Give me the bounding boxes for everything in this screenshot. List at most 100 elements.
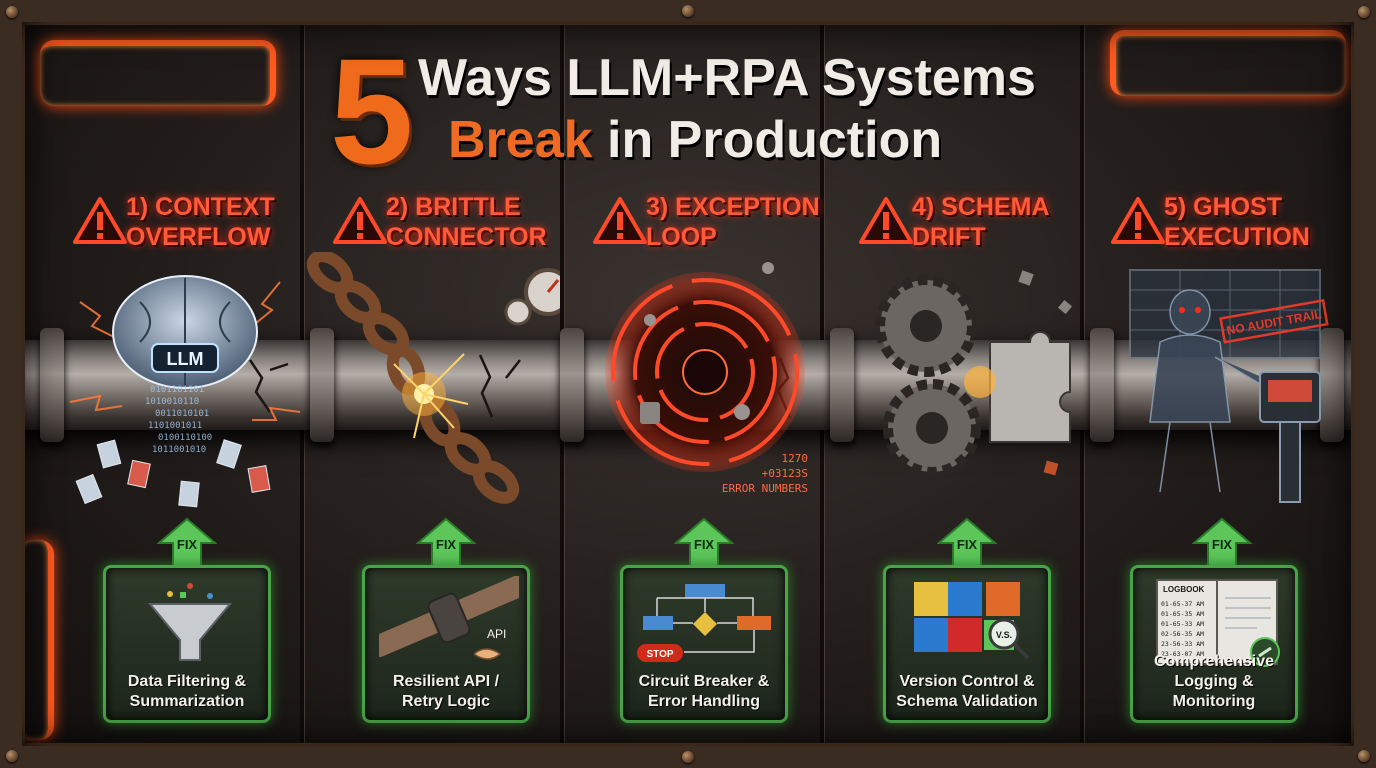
robot-icon — [640, 402, 660, 424]
fix-2-line-2: Retry Logic — [401, 693, 490, 710]
failure-title-5-line-2: Execution — [1164, 223, 1310, 251]
fix-label: FIX — [176, 537, 198, 552]
pressure-gauge-icon — [504, 268, 560, 326]
rivet — [682, 751, 694, 763]
svg-text:23-56-33 AM: 23-56-33 AM — [1161, 640, 1204, 648]
fix-arrow-5: FIX — [1191, 517, 1253, 570]
fix-1-line-1: Data Filtering & — [127, 673, 247, 690]
svg-text:01-65-33 AM: 01-65-33 AM — [1161, 620, 1204, 628]
svg-text:0011010101: 0011010101 — [155, 409, 209, 419]
fix-card-4: V.S. Version Control & Schema Validation — [883, 565, 1051, 723]
llm-label: LLM — [167, 349, 204, 369]
link-icon — [1250, 637, 1280, 667]
loop-numbers-3: ERROR NUMBERS — [722, 482, 808, 495]
failure-title-3-line-1: 3) Exception — [646, 193, 820, 221]
title-line-1: Ways LLM+RPA Systems — [418, 49, 1036, 107]
failure-title-2-line-2: Connector — [386, 223, 547, 251]
flowchart-icon: STOP — [637, 584, 771, 662]
fix-5-line-1: Comprehensive — [1153, 653, 1275, 670]
puzzle-piece-icon — [989, 331, 1071, 443]
fix-card-2: API Resilient API / Retry Logic — [362, 565, 530, 723]
svg-text:1011001010: 1011001010 — [152, 445, 206, 455]
title: 5 Ways LLM+RPA Systems Break in Producti… — [330, 36, 1070, 186]
svg-text:LOGBOOK: LOGBOOK — [1163, 585, 1205, 594]
fix-label: FIX — [956, 537, 978, 552]
exception-loop-illustration: 1270 +03123S ERROR NUMBERS — [605, 262, 809, 495]
ghost-execution-illustration: NO AUDIT TRAIL — [1129, 269, 1329, 503]
logbook-icon: LOGBOOK 01-65-37 AM 01-65-35 AM 01-65-33… — [1156, 579, 1280, 667]
fix-card-3: STOP Circuit Breaker & Error Handling — [620, 565, 788, 723]
fix-arrow-3: FIX — [673, 517, 735, 570]
failure-title-5-line-1: 5) Ghost — [1164, 193, 1283, 221]
svg-text:01-65-37 AM: 01-65-37 AM — [1161, 600, 1204, 608]
pipe-flange — [40, 328, 64, 442]
failure-title-4-line-1: 4) Schema — [912, 193, 1050, 221]
lightning-icon — [69, 281, 301, 421]
warning-icon — [1111, 197, 1165, 244]
svg-text:V.S.: V.S. — [996, 630, 1012, 640]
rivet — [1358, 6, 1370, 18]
title-line-2-rest: in Production — [607, 111, 943, 169]
failure-title-1-line-2: Overflow — [126, 223, 271, 251]
failure-title-4-line-2: Drift — [912, 223, 986, 251]
spark-icon — [393, 353, 469, 439]
fix-4-line-1: Version Control & — [899, 673, 1035, 690]
spark-icon — [964, 366, 996, 398]
glow-wire — [18, 540, 54, 740]
failure-title-1-line-1: 1) Context — [126, 193, 275, 221]
gear-icon — [875, 275, 981, 477]
svg-text:STOP: STOP — [646, 649, 673, 660]
svg-text:01-65-35 AM: 01-65-35 AM — [1161, 610, 1204, 618]
fix-1-line-2: Summarization — [129, 693, 245, 710]
svg-text:23-63-07 AM: 23-63-07 AM — [1161, 650, 1204, 658]
handshake-icon — [473, 648, 502, 660]
fix-3-line-1: Circuit Breaker & — [638, 673, 770, 690]
schema-drift-illustration — [875, 270, 1073, 477]
loop-numbers-1: 1270 — [782, 452, 809, 465]
loop-arrows-icon — [611, 278, 799, 466]
warning-icon — [859, 197, 913, 244]
chain-icon — [306, 252, 520, 504]
warning-icon — [73, 197, 127, 244]
funnel-icon — [147, 583, 233, 661]
glow-wire — [1110, 30, 1346, 96]
llm-brain-illustration: LLM 0101101101 1010010110 0011010101 110… — [69, 275, 301, 508]
fix-5-line-2: Logging & Monitoring — [1172, 673, 1256, 710]
failure-title-2-line-1: 2) Brittle — [386, 193, 521, 221]
pipe-flange — [830, 328, 854, 442]
pipe-flange — [1320, 328, 1344, 442]
warning-icon — [333, 197, 387, 244]
warning-icon — [593, 197, 647, 244]
svg-text:0101101101: 0101101101 — [150, 385, 204, 395]
glow-wire — [40, 40, 276, 106]
fix-label: FIX — [435, 537, 457, 552]
title-highlight: Break — [448, 111, 593, 169]
svg-text:1101001011: 1101001011 — [148, 421, 202, 431]
pipe-flange — [310, 328, 334, 442]
fix-arrow-4: FIX — [936, 517, 998, 570]
broken-chain-illustration — [306, 252, 560, 504]
svg-text:02-56-35 AM: 02-56-35 AM — [1161, 630, 1204, 638]
terminal-icon — [1259, 371, 1321, 503]
svg-text:1010010110: 1010010110 — [145, 397, 199, 407]
robot-icon — [1149, 289, 1272, 493]
pipe-flange — [560, 328, 584, 442]
pipe-flange — [1090, 328, 1114, 442]
fix-label: FIX — [693, 537, 715, 552]
rivet — [682, 5, 694, 17]
failure-title-3-line-2: Loop — [646, 223, 717, 251]
magnifier-icon: V.S. — [988, 618, 1030, 660]
fix-4-line-2: Schema Validation — [896, 693, 1038, 710]
title-line-2: Break in Production — [448, 110, 942, 170]
fix-3-line-2: Error Handling — [647, 693, 760, 710]
rivet — [6, 6, 18, 18]
fix-label: FIX — [1211, 537, 1233, 552]
fix-card-5: LOGBOOK 01-65-37 AM 01-65-35 AM 01-65-33… — [1130, 565, 1298, 723]
rivet — [1358, 750, 1370, 762]
document-icon — [75, 439, 271, 508]
svg-text:0100110100: 0100110100 — [158, 433, 212, 443]
gear-icon — [644, 262, 774, 420]
title-number: 5 — [330, 27, 414, 195]
puzzle-pieces-icon: V.S. — [914, 582, 1030, 660]
